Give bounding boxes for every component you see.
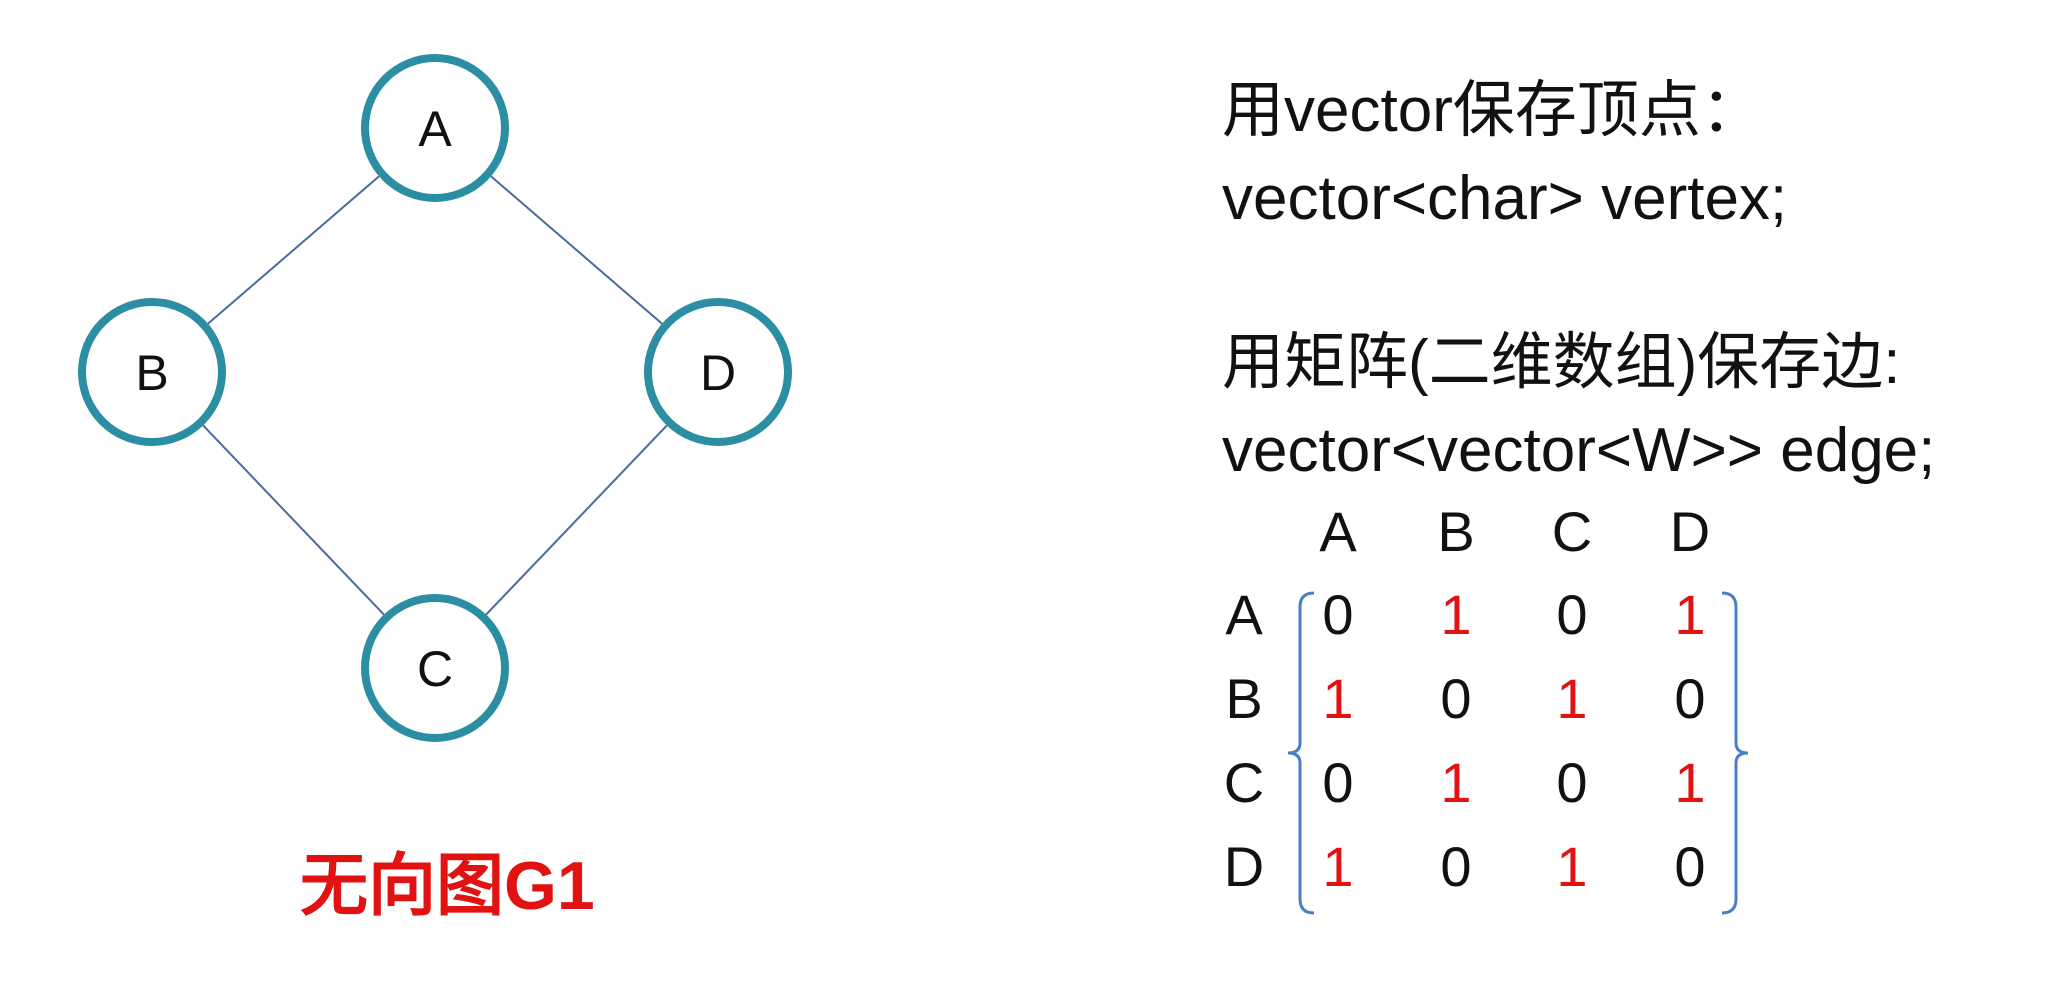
matrix-cell-BB: 0 [1440, 667, 1471, 730]
node-A: A [361, 54, 509, 202]
matrix-cell-CB: 1 [1440, 751, 1471, 814]
matrix-cell-BD: 0 [1674, 667, 1705, 730]
node-circle-C [361, 594, 509, 742]
matrix-row-header-A: A [1225, 583, 1263, 646]
node-label-A: A [418, 101, 452, 157]
node-B: B [78, 298, 226, 446]
matrix-col-header-D: D [1670, 500, 1710, 563]
vertex-heading: 用vector保存顶点： [1222, 76, 1763, 145]
matrix-cell-DD: 0 [1674, 835, 1705, 898]
matrix-left-brace [1287, 591, 1315, 915]
matrix-cell-BA: 1 [1322, 667, 1353, 730]
edge-code: vector<vector<W>> edge; [1222, 416, 1936, 485]
node-label-C: C [417, 641, 453, 697]
node-label-D: D [700, 345, 736, 401]
edge-heading: 用矩阵(二维数组)保存边: [1222, 328, 1901, 397]
matrix-cell-AB: 1 [1440, 583, 1471, 646]
matrix-col-header-A: A [1319, 500, 1357, 563]
matrix-cell-CA: 0 [1322, 751, 1353, 814]
matrix-cell-AA: 0 [1322, 583, 1353, 646]
matrix-cell-BC: 1 [1556, 667, 1587, 730]
edge-A-D [490, 175, 663, 325]
matrix-right-brace [1721, 591, 1749, 915]
matrix-col-header-C: C [1552, 500, 1592, 563]
matrix-col-header-B: B [1437, 500, 1474, 563]
node-label-B: B [135, 345, 168, 401]
node-circle-B [78, 298, 226, 446]
node-C: C [361, 594, 509, 742]
graph-caption: 无向图G1 [300, 848, 595, 924]
edge-A-B [207, 175, 380, 325]
undirected-graph-diagram: A B C D [78, 54, 792, 742]
vertex-code: vector<char> vertex; [1222, 164, 1788, 233]
matrix-cell-CC: 0 [1556, 751, 1587, 814]
edge-C-D [485, 424, 668, 616]
node-circle-D [644, 298, 792, 446]
matrix-cell-AC: 0 [1556, 583, 1587, 646]
matrix-row-header-D: D [1224, 835, 1264, 898]
edge-B-C [202, 424, 385, 616]
matrix-row-header-C: C [1224, 751, 1264, 814]
matrix-cell-DA: 1 [1322, 835, 1353, 898]
matrix-cell-CD: 1 [1674, 751, 1705, 814]
matrix-row-header-B: B [1225, 667, 1262, 730]
node-D: D [644, 298, 792, 446]
matrix-cell-DC: 1 [1556, 835, 1587, 898]
matrix-cell-DB: 0 [1440, 835, 1471, 898]
matrix-cell-AD: 1 [1674, 583, 1705, 646]
node-circle-A [361, 54, 509, 202]
